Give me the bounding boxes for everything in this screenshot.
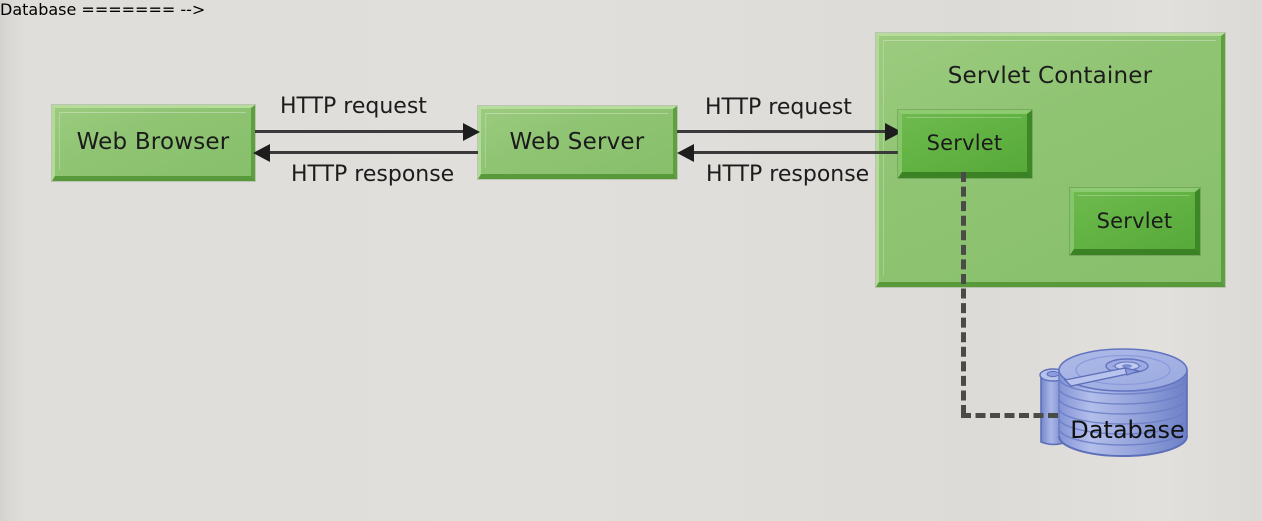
arrow-right-icon xyxy=(885,123,902,141)
node-database-label: Database xyxy=(1070,416,1185,444)
edge-servlet-to-server-response-line xyxy=(694,151,899,154)
node-servlet-container-label: Servlet Container xyxy=(947,63,1153,89)
node-servlet-1[interactable]: Servlet xyxy=(898,110,1032,178)
arrow-left-icon xyxy=(253,144,270,162)
edge-servlet-to-database-vertical xyxy=(961,172,966,415)
edge-servlet-to-server-response-label: HTTP response xyxy=(706,162,870,187)
node-servlet-1-label: Servlet xyxy=(926,131,1003,155)
node-web-browser[interactable]: Web Browser xyxy=(52,105,255,181)
node-servlet-2[interactable]: Servlet xyxy=(1070,188,1200,255)
edge-browser-to-server-request-label: HTTP request xyxy=(280,94,427,119)
node-database[interactable]: Database xyxy=(1035,348,1220,478)
arrow-right-icon xyxy=(463,123,480,141)
edge-server-to-browser-response-line xyxy=(270,151,478,154)
node-servlet-2-label: Servlet xyxy=(1096,208,1173,233)
edge-server-to-browser-response-label: HTTP response xyxy=(291,162,455,187)
node-web-server[interactable]: Web Server xyxy=(478,106,677,179)
disk-stack-icon xyxy=(1039,348,1188,457)
edge-server-to-servlet-request-line xyxy=(677,130,889,133)
node-web-browser-label: Web Browser xyxy=(76,129,230,155)
edge-servlet-to-database-horizontal xyxy=(961,413,1058,418)
edge-browser-to-server-request-line xyxy=(255,130,465,133)
edge-server-to-servlet-request-label: HTTP request xyxy=(705,95,852,120)
node-web-server-label: Web Server xyxy=(509,128,645,155)
arrow-left-icon xyxy=(677,144,694,162)
